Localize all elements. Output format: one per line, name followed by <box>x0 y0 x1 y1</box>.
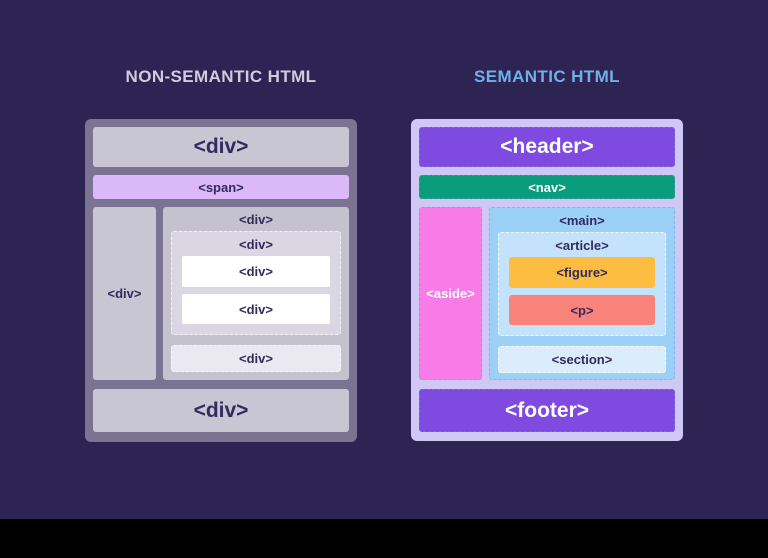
span-block-label: <span> <box>198 179 244 195</box>
div-block-content: <div> <div> <div> <div> <div> <box>163 207 349 380</box>
main-block: <main> <article> <figure> <p> <section> <box>489 207 675 380</box>
footer-block: <footer> <box>419 389 675 432</box>
footer-block-label: <footer> <box>504 398 590 422</box>
div-block-lower: <div> <box>171 345 341 372</box>
figure-block-label: <figure> <box>556 265 608 280</box>
main-block-label: <main> <box>559 213 605 228</box>
figure-block: <figure> <box>509 257 655 288</box>
section-block: <section> <box>498 346 666 373</box>
non-semantic-middle-row: <div> <div> <div> <div> <div> <div> <box>93 207 349 380</box>
nav-block-label: <nav> <box>528 179 566 195</box>
semantic-middle-row: <aside> <main> <article> <figure> <p> <s… <box>419 207 675 380</box>
non-semantic-panel: <div> <span> <div> <div> <div> <div> <di… <box>85 119 357 442</box>
div-block-leaf-2-label: <div> <box>239 301 273 317</box>
div-block-content-label: <div> <box>239 212 273 227</box>
div-block-leaf-1: <div> <box>182 256 330 287</box>
span-block: <span> <box>93 175 349 199</box>
non-semantic-title: NON-SEMANTIC HTML <box>125 67 317 86</box>
div-block-leaf-2: <div> <box>182 294 330 324</box>
article-block: <article> <figure> <p> <box>498 232 666 336</box>
header-block-label: <header> <box>500 135 594 158</box>
div-block-top-label: <div> <box>193 135 249 158</box>
div-block-sidebar: <div> <box>93 207 156 380</box>
section-block-label: <section> <box>551 352 613 367</box>
div-block-top: <div> <box>93 127 349 167</box>
div-block-bottom-label: <div> <box>193 398 249 422</box>
nav-block: <nav> <box>419 175 675 199</box>
div-block-wrapper: <div> <div> <div> <box>171 231 341 335</box>
semantic-panel: <header> <nav> <aside> <main> <article> … <box>411 119 683 441</box>
semantic-title: SEMANTIC HTML <box>474 67 620 86</box>
div-block-lower-label: <div> <box>239 351 273 366</box>
div-block-sidebar-label: <div> <box>107 286 142 301</box>
article-block-label: <article> <box>555 238 609 253</box>
p-block-label: <p> <box>570 302 594 318</box>
bottom-letterbox <box>0 519 768 558</box>
div-block-bottom: <div> <box>93 389 349 432</box>
div-block-wrapper-label: <div> <box>239 237 273 252</box>
aside-block: <aside> <box>419 207 482 380</box>
p-block: <p> <box>509 295 655 325</box>
div-block-leaf-1-label: <div> <box>239 264 273 279</box>
aside-block-label: <aside> <box>426 286 475 301</box>
header-block: <header> <box>419 127 675 167</box>
